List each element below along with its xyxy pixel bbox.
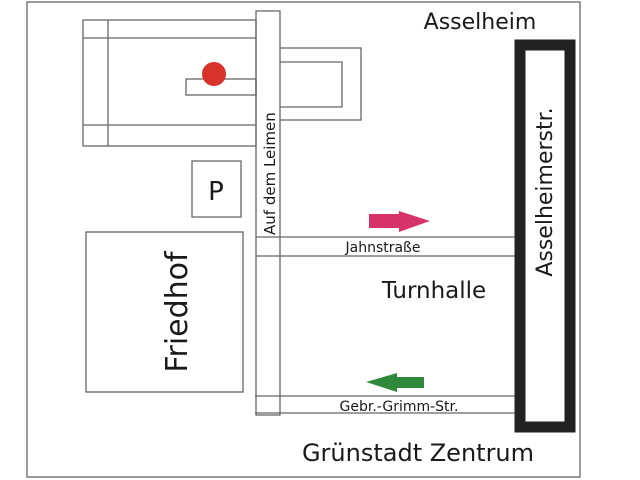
label-friedhof: Friedhof [160, 250, 195, 373]
label-turnhalle: Turnhalle [381, 278, 486, 304]
road-auf-dem-leimen [255, 10, 281, 416]
label-gebr-grimm-str: Gebr.-Grimm-Str. [340, 399, 459, 415]
road-jahnstrasse [256, 236, 515, 257]
label-auf-dem-leimen: Auf dem Leimen [261, 112, 279, 235]
road-gebr-grimm-str [255, 395, 515, 414]
parking-icon: P [208, 177, 224, 207]
arrow-right-icon [369, 211, 430, 232]
arrow-left-icon [366, 373, 424, 392]
label-asselheimerstr: Asselheimerstr. [533, 107, 558, 276]
label-jahnstrasse: Jahnstraße [344, 240, 420, 256]
label-asselheim: Asselheim [424, 10, 537, 35]
road-asselheimerstr [514, 39, 576, 433]
map-border [26, 1, 581, 478]
destination-marker-icon [202, 62, 226, 86]
label-gruenstadt-zentrum: Grünstadt Zentrum [302, 439, 534, 467]
cemetery-area [85, 231, 244, 393]
parking-box [191, 160, 242, 218]
small-building [280, 47, 362, 121]
building-complex [82, 19, 257, 147]
